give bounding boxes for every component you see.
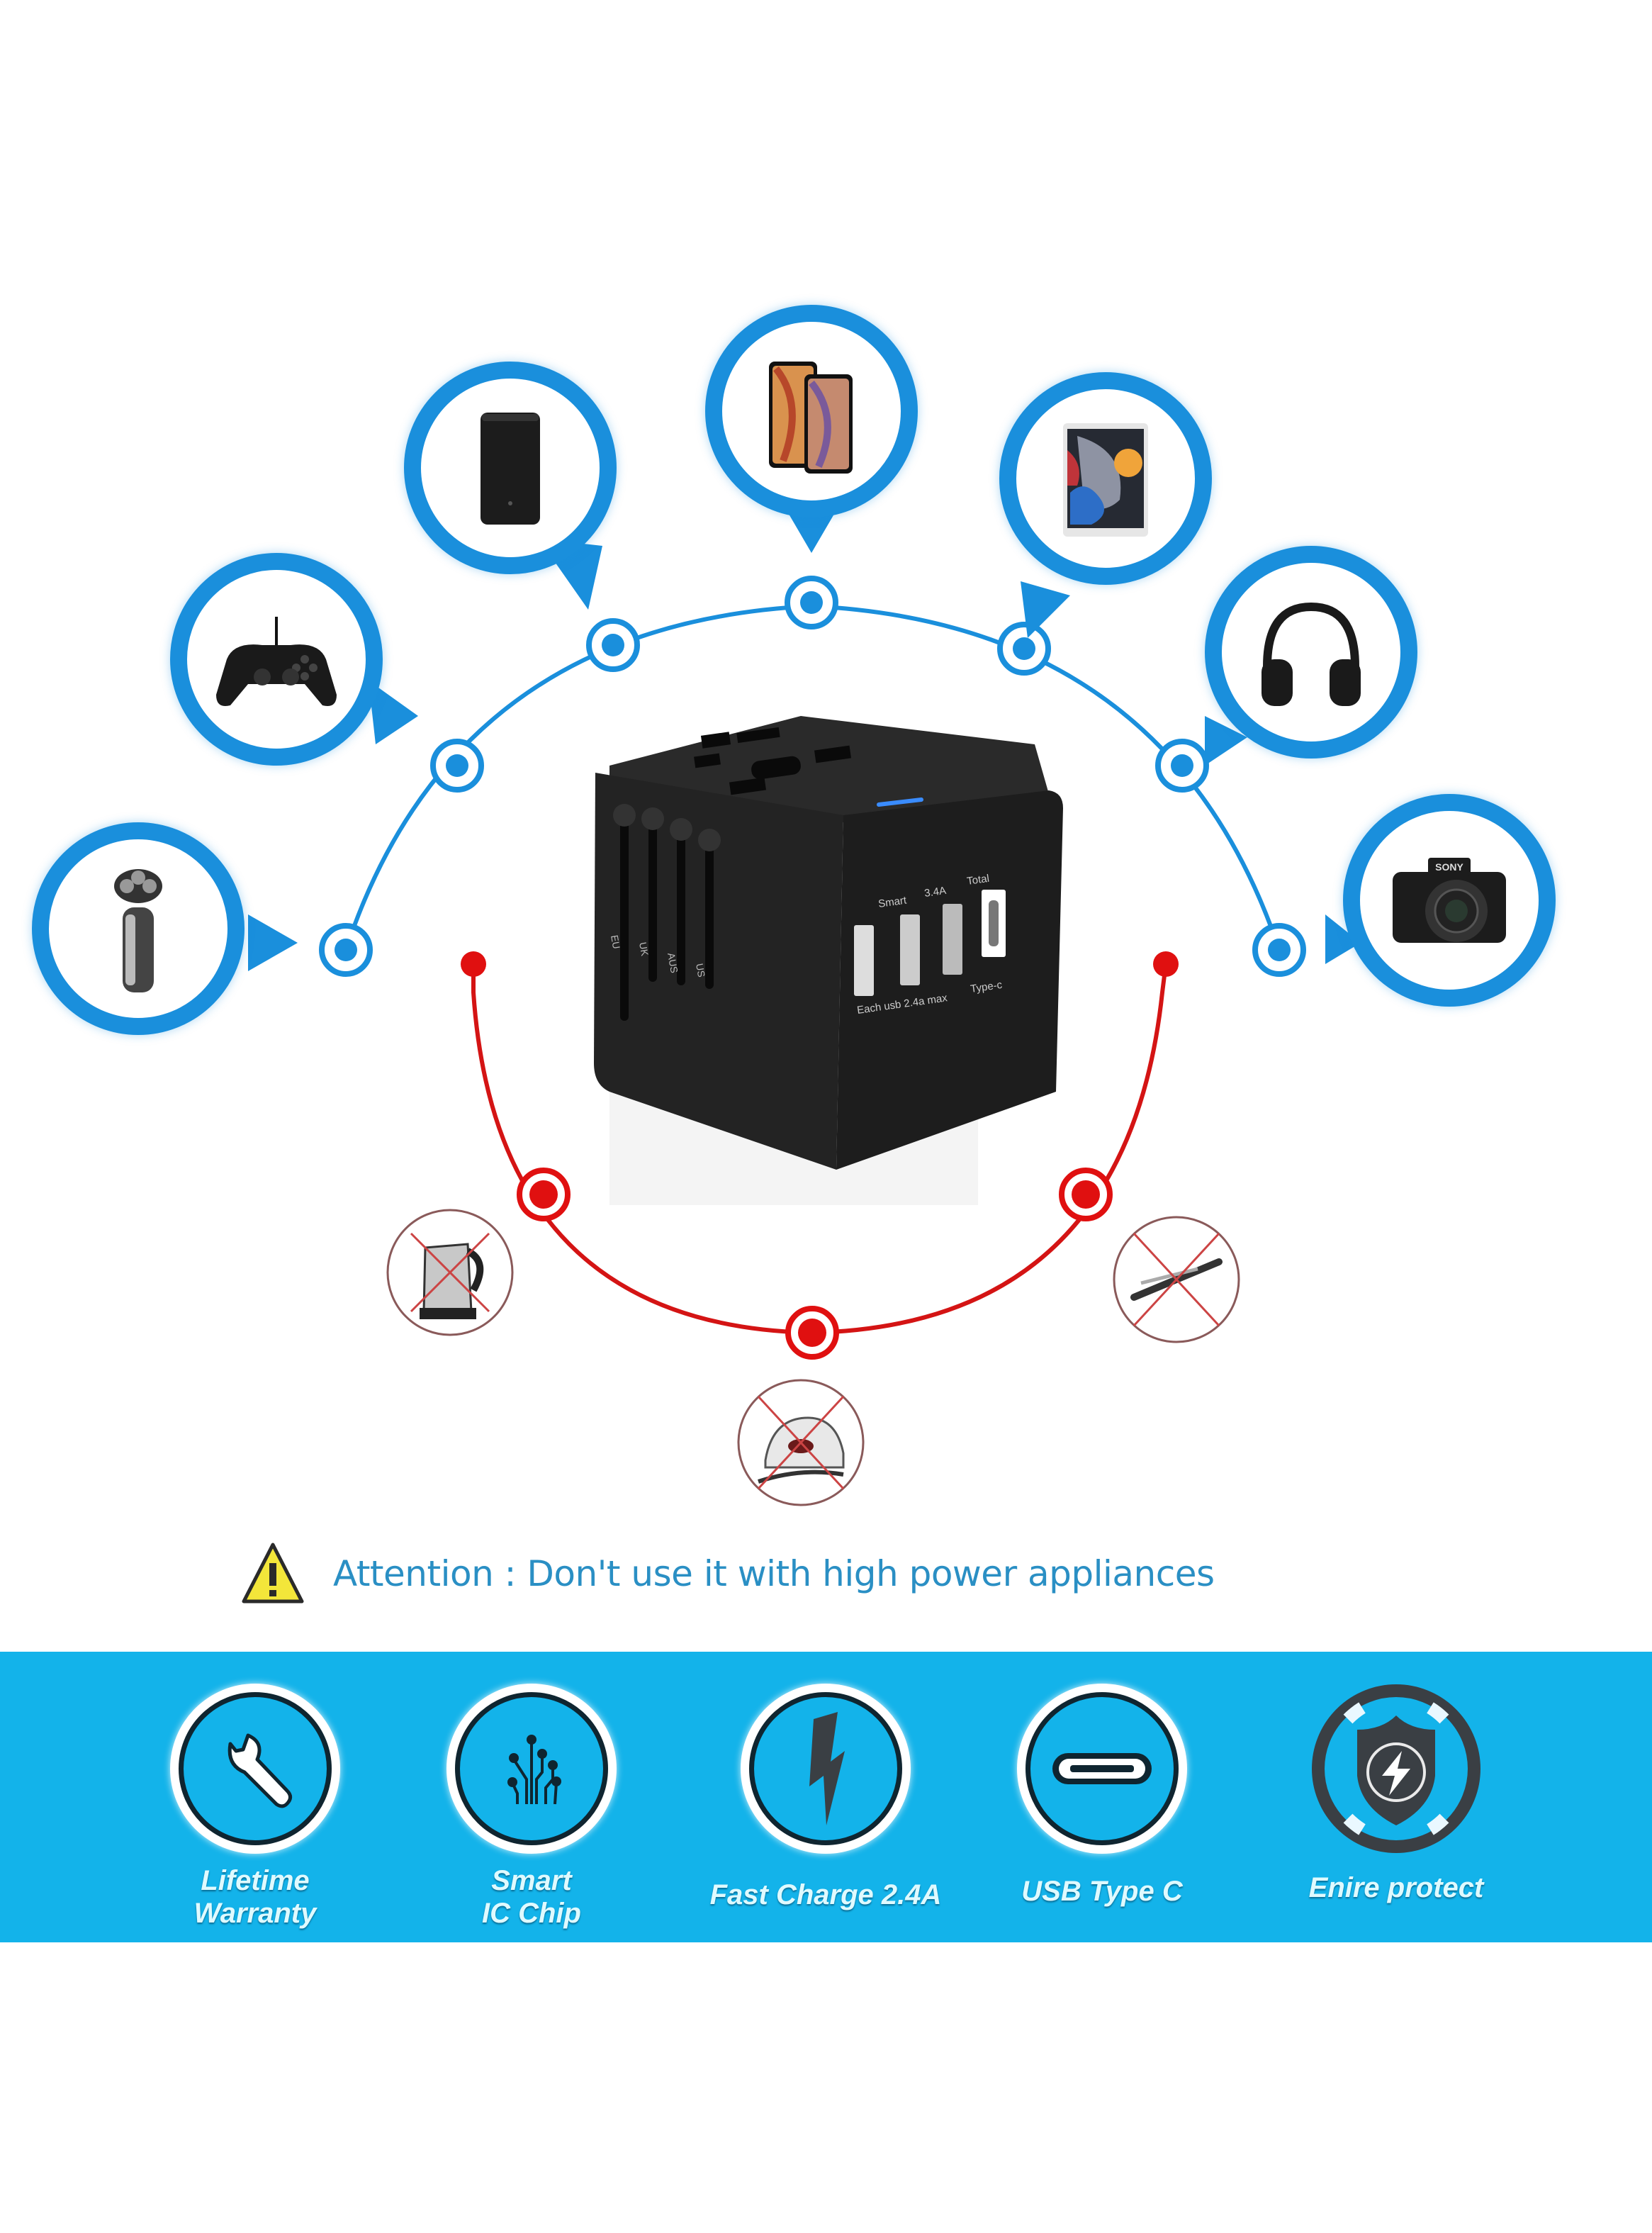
no-kettle-icon xyxy=(386,1209,514,1336)
plug-label-us: US xyxy=(694,963,707,978)
usb-c-port-icon xyxy=(1052,1753,1152,1784)
device-bubble-headphones xyxy=(1205,546,1417,759)
device-bubble-phones xyxy=(705,305,918,517)
svg-text:Total: Total xyxy=(966,873,990,888)
compatibility-diagram xyxy=(248,510,1361,1360)
feature-label-line2: Warranty xyxy=(193,1898,317,1929)
smartphones-icon xyxy=(769,362,853,474)
plug-label-uk: UK xyxy=(637,941,651,958)
shield-lightning-icon xyxy=(1312,1684,1480,1853)
svg-text:Type-c: Type-c xyxy=(970,979,1003,995)
warning-triangle-icon xyxy=(242,1543,304,1604)
warning-text: Attention : Don't use it with high power… xyxy=(333,1553,1215,1594)
prohibited-kettle xyxy=(383,1205,517,1340)
device-bubble-tablet xyxy=(999,372,1212,585)
svg-text:Smart: Smart xyxy=(877,894,908,910)
feature-label-line2: IC Chip xyxy=(482,1898,581,1929)
camera-icon: SONY xyxy=(1393,858,1506,943)
prohibited-iron xyxy=(730,1375,872,1510)
svg-text:3.4A: 3.4A xyxy=(923,885,947,900)
prohibited-curler xyxy=(1106,1212,1247,1347)
svg-text:SONY: SONY xyxy=(1435,861,1463,873)
no-iron-icon xyxy=(737,1379,865,1506)
feature-label-line1: USB Type C xyxy=(1021,1876,1183,1907)
feature-label-line1: Fast Charge 2.4A xyxy=(709,1879,942,1910)
headphones-icon xyxy=(1262,602,1361,706)
feature-smart-ic-chip: Smart IC Chip xyxy=(404,1652,659,1942)
device-bubble-camera: SONY xyxy=(1343,794,1556,1007)
tablet-icon xyxy=(1063,423,1148,537)
feature-label-line1: Lifetime xyxy=(201,1865,310,1896)
device-bubble-shaver xyxy=(32,822,245,1035)
travel-adapter-image: EU UK AUS US Smart 3.4A Total Each usb 2… xyxy=(594,716,1063,1205)
feature-lifetime-warranty: Lifetime Warranty xyxy=(128,1652,383,1942)
device-bubble-powerbank xyxy=(404,362,617,574)
feature-label-line1: Enire protect xyxy=(1308,1872,1484,1903)
feature-label-line1: Smart xyxy=(491,1865,572,1896)
power-bank-icon xyxy=(481,413,540,525)
plug-label-eu: EU xyxy=(609,934,622,950)
warning-notice: Attention : Don't use it with high power… xyxy=(241,1542,1215,1606)
feature-usb-type-c: USB Type C xyxy=(974,1652,1230,1942)
shaver-icon xyxy=(114,869,162,992)
no-hair-curler-icon xyxy=(1113,1216,1240,1343)
circuit-icon xyxy=(507,1735,561,1805)
wrench-icon xyxy=(227,1733,293,1808)
feature-banner: Lifetime Warranty Smart xyxy=(0,1652,1652,1942)
device-bubble-controller xyxy=(170,553,383,766)
feature-entire-protect: Enire protect xyxy=(1269,1652,1524,1942)
plug-label-aus: AUS xyxy=(665,952,680,974)
lightning-icon xyxy=(809,1712,845,1825)
game-controller-icon xyxy=(216,617,337,706)
feature-fast-charge: Fast Charge 2.4A xyxy=(698,1652,953,1942)
